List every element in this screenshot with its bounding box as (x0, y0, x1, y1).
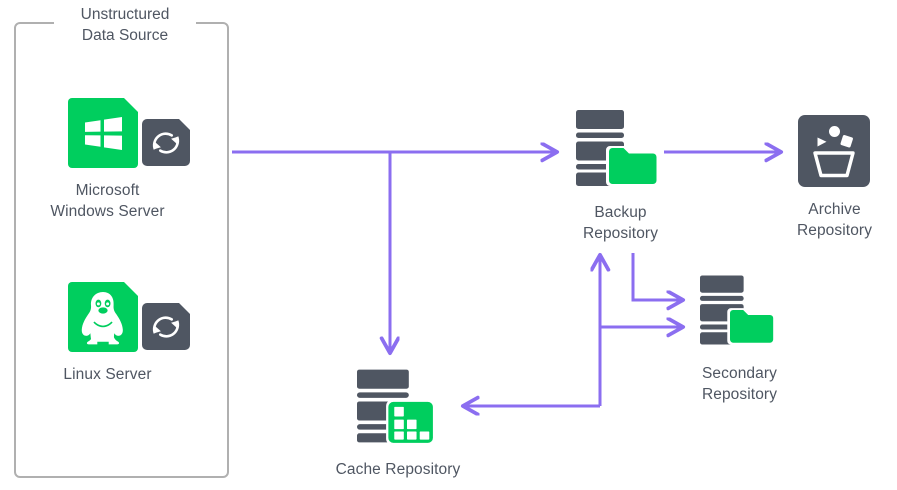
node-label-linux-server: Linux Server (63, 366, 152, 383)
node-windows-server[interactable] (68, 98, 194, 168)
node-label-secondary-repository: Secondary Repository (701, 365, 778, 403)
sync-icon (142, 303, 190, 350)
node-cache-repository[interactable] (357, 368, 437, 446)
edge-backup-to-secondary (631, 253, 682, 300)
windows-logo-icon (68, 98, 138, 168)
node-label-windows-server: Microsoft Windows Server (50, 182, 165, 220)
node-backup-repository[interactable] (576, 110, 664, 186)
node-label-archive-repository: Archive Repository (796, 201, 873, 239)
node-label-cache-repository: Cache Repository (335, 461, 461, 478)
node-linux-server[interactable] (68, 282, 194, 352)
server-stack-folder-icon (700, 275, 776, 345)
group-unstructured-data-source (14, 22, 229, 478)
server-stack-grid-icon (357, 369, 436, 446)
server-stack-folder-icon (576, 110, 659, 186)
archive-bucket-icon (798, 115, 870, 187)
group-title-unstructured-data-source: Unstructured Data Source (54, 4, 196, 46)
node-secondary-repository[interactable] (700, 275, 780, 345)
linux-penguin-icon (68, 282, 138, 352)
node-archive-repository[interactable] (798, 115, 870, 187)
sync-icon (142, 119, 190, 166)
node-label-backup-repository: Backup Repository (582, 204, 659, 242)
